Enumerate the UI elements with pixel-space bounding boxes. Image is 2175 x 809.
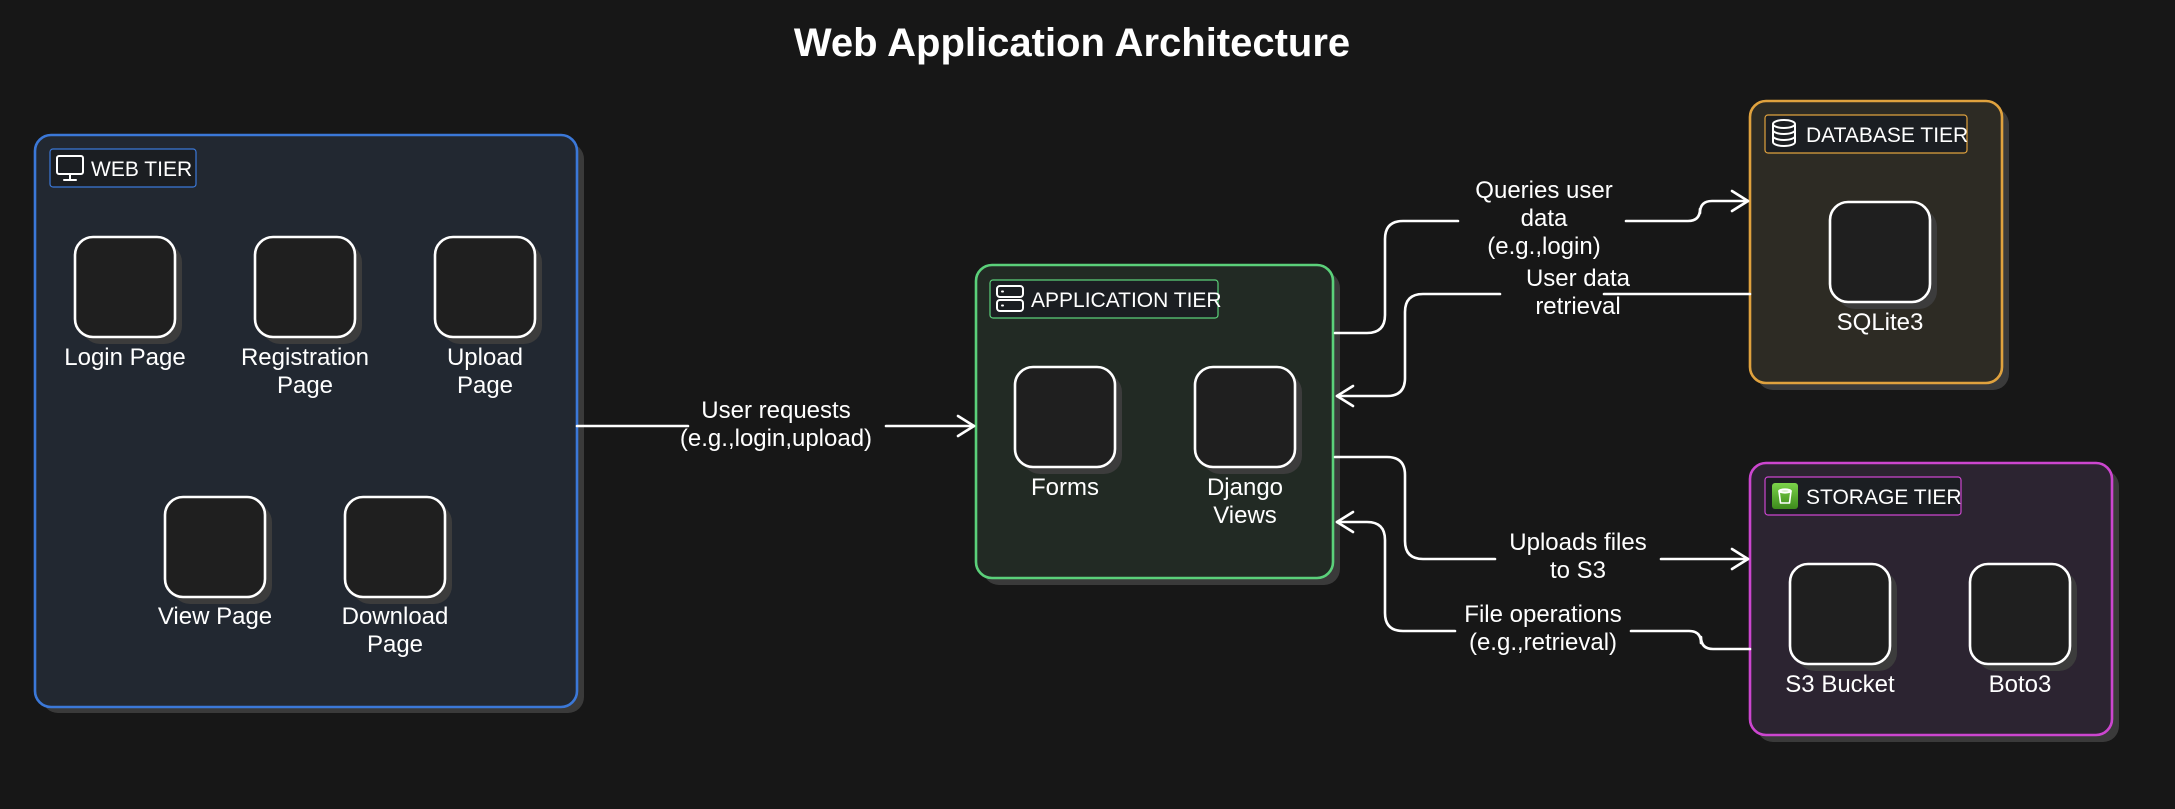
sqlite3-node: SQLite3 [1828,200,1937,336]
login-page-node: Login Page [64,235,186,371]
database-tier-badge [1764,114,1968,154]
edge-file-operations-label: File operations(e.g.,retrieval) [1464,601,1621,656]
application-tier-badge [989,279,1219,319]
sqlite3-label: SQLite3 [1837,309,1924,336]
application-tier-frame [974,263,1335,580]
s3-bucket-label: S3 Bucket [1785,671,1895,698]
application-tier-label: APPLICATION TIER [1031,289,1222,312]
edge-file-operations: File operations(e.g.,retrieval) [1335,510,1752,656]
storage-tier-badge [1764,476,1962,516]
view-page-label: View Page [158,603,272,630]
forms-label: Forms [1031,474,1099,501]
login-page-label: Login Page [64,344,185,371]
database-tier: DATABASE TIER SQLite3 [1748,99,2009,390]
server-icon [996,285,1024,312]
storage-bucket-icon [1772,483,1798,509]
edge-user-requests: User requests(e.g.,login,upload) [575,397,976,452]
web-tier-badge [49,148,197,188]
database-icon [1772,119,1796,147]
s3-bucket-node: S3 Bucket [1785,562,1897,698]
boto3-node: Boto3 [1968,562,2077,698]
web-tier-label: WEB TIER [91,158,192,181]
boto3-label: Boto3 [1989,671,2052,698]
diagram-title: Web Application Architecture [794,21,1350,65]
monitor-icon [56,155,84,181]
storage-tier: STORAGE TIER S3 Bucket Boto3 [1748,461,2119,742]
storage-tier-label: STORAGE TIER [1806,486,1962,509]
view-page-node: View Page [158,495,272,630]
edge-user-requests-label: User requests(e.g.,login,upload) [680,397,872,452]
forms-node: Forms [1013,365,1122,501]
web-tier-frame [33,133,579,709]
database-tier-label: DATABASE TIER [1806,124,1968,147]
